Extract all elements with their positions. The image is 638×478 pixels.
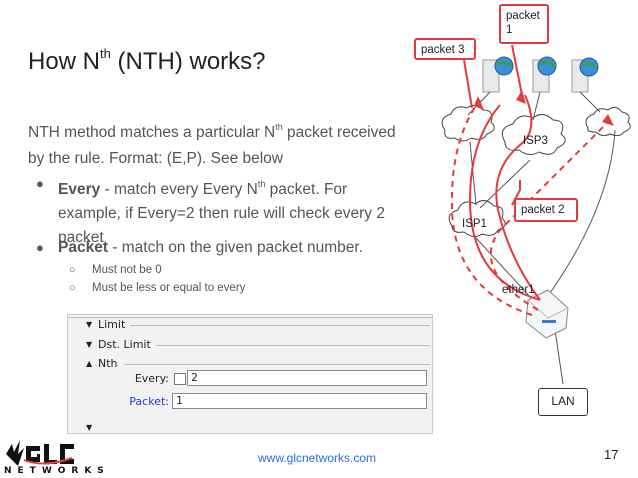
sub-bullet-not-zero: ○ Must not be 0 bbox=[69, 260, 162, 280]
isp3-cloud-icon bbox=[501, 114, 566, 156]
nth-settings-panel: ▼ Limit ▼ Dst. Limit ▲ Nth Every: 2 Pack… bbox=[67, 314, 433, 434]
server-globe-icon bbox=[482, 56, 514, 93]
bullet-packet: ● Packet - match on the given packet num… bbox=[36, 236, 418, 260]
ether1-label: ether1 bbox=[502, 284, 535, 296]
server-globe-icon bbox=[532, 56, 557, 93]
section-limit[interactable]: Limit bbox=[98, 318, 126, 331]
bullet-every: ● Every - match every Every Nth packet. … bbox=[36, 172, 408, 250]
logo-text: NETWORKS bbox=[4, 466, 110, 476]
sub-bullet-le-every: ○ Must be less or equal to every bbox=[69, 278, 245, 298]
every-input[interactable]: 2 bbox=[187, 370, 427, 386]
section-nth[interactable]: Nth bbox=[98, 357, 118, 370]
description-paragraph: NTH method matches a particular Nth pack… bbox=[28, 122, 396, 167]
isp1-label: ISP1 bbox=[462, 218, 487, 230]
glc-logo-icon bbox=[6, 440, 74, 466]
sub-bullet-marker: ○ bbox=[69, 282, 76, 294]
isp1-cloud-icon bbox=[448, 200, 506, 238]
collapse-triangle-down-icon[interactable]: ▼ bbox=[86, 340, 93, 349]
callout-packet-3: packet 3 bbox=[414, 38, 476, 60]
bullet-term: Packet bbox=[58, 239, 108, 256]
collapse-triangle-down-icon[interactable]: ▼ bbox=[86, 320, 93, 329]
callout-packet-2: packet 2 bbox=[514, 198, 578, 222]
collapse-triangle-down-icon[interactable]: ▼ bbox=[86, 423, 93, 432]
bullet-marker: ● bbox=[36, 240, 44, 255]
callout-packet-1: packet 1 bbox=[499, 4, 549, 44]
server-globe-icon bbox=[571, 57, 599, 93]
every-checkbox[interactable] bbox=[174, 373, 186, 385]
packet-flow-solid bbox=[468, 94, 541, 301]
isp3-label: ISP3 bbox=[523, 135, 548, 147]
arrowheads bbox=[474, 90, 614, 126]
page-number: 17 bbox=[604, 447, 619, 462]
packet-flow-dashed bbox=[450, 99, 611, 316]
packet-label: Packet: bbox=[129, 395, 169, 408]
every-label: Every: bbox=[134, 372, 169, 385]
footer-link[interactable]: www.glcnetworks.com bbox=[258, 451, 377, 465]
connector-lines bbox=[467, 91, 616, 385]
router-icon bbox=[525, 289, 569, 339]
collapse-triangle-up-icon[interactable]: ▲ bbox=[86, 359, 93, 368]
section-dst-limit[interactable]: Dst. Limit bbox=[98, 338, 151, 351]
bullet-marker: ● bbox=[36, 176, 44, 191]
packet-input[interactable]: 1 bbox=[172, 393, 427, 409]
lan-box: LAN bbox=[538, 388, 588, 416]
sub-bullet-marker: ○ bbox=[69, 264, 76, 276]
slide-title: How Nth (NTH) works? bbox=[28, 46, 266, 75]
bullet-term: Every bbox=[58, 181, 101, 198]
